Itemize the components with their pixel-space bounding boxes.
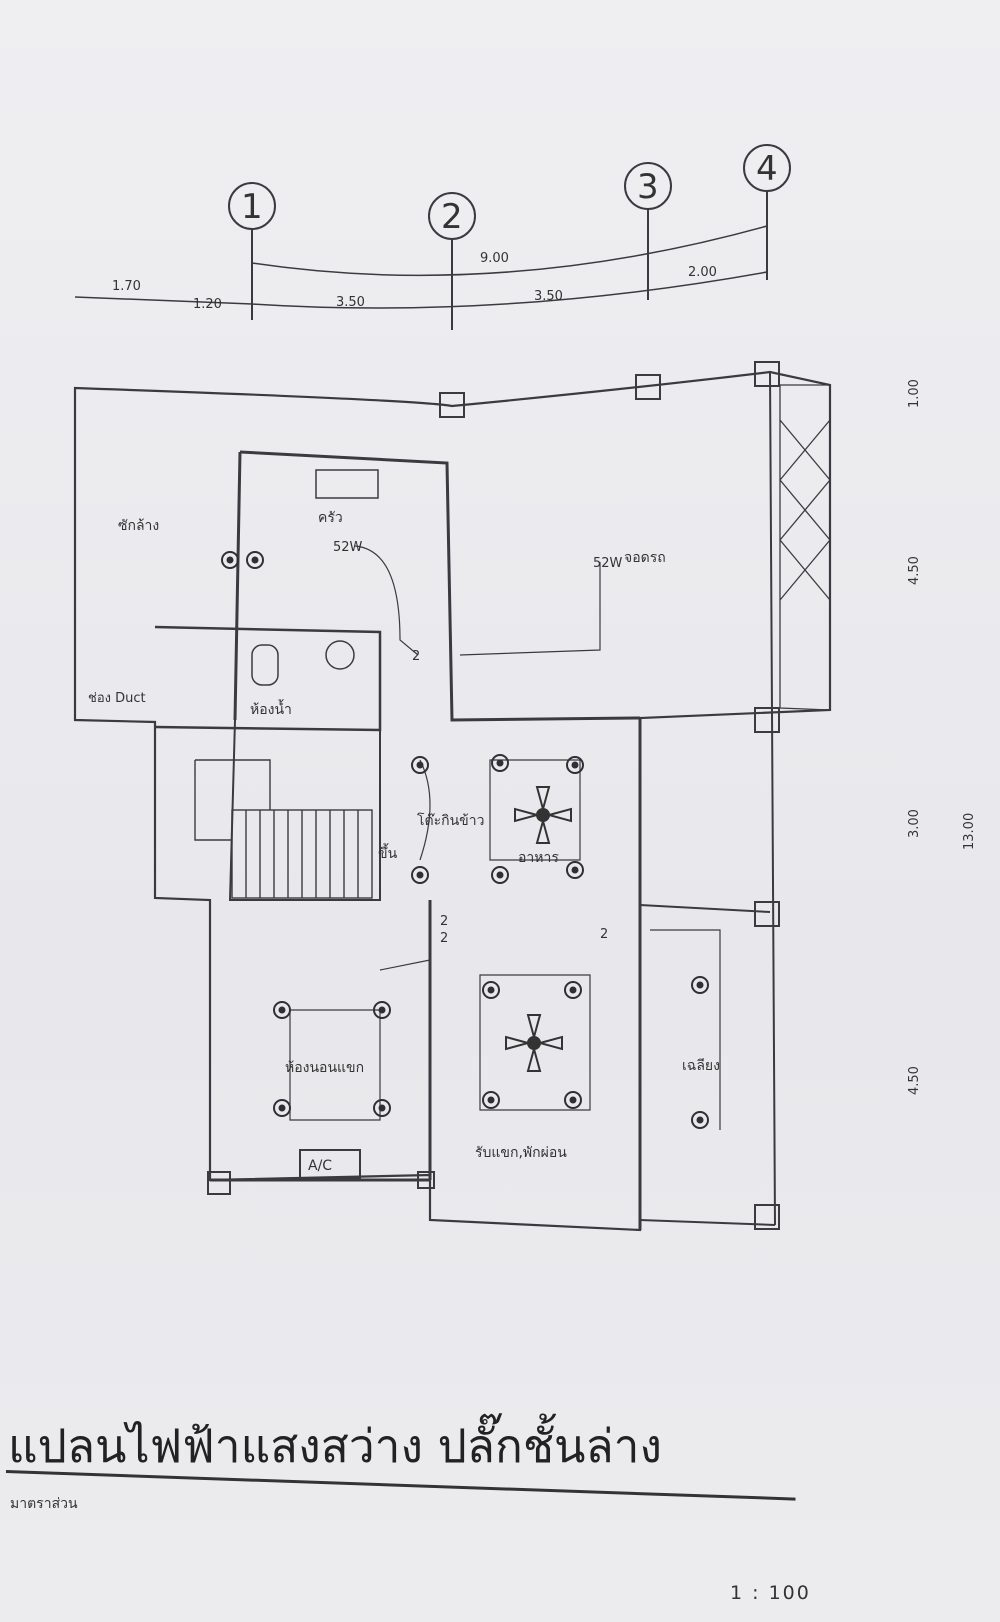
ac-unit-box xyxy=(299,1149,361,1179)
room-parking: จอดรถ xyxy=(624,550,666,566)
dim-line-segments xyxy=(74,271,768,309)
light-label-kitchen: 52W xyxy=(333,540,363,555)
light-fixture xyxy=(564,981,582,999)
side-dim-overall: 13.00 xyxy=(962,813,977,850)
light-fixture xyxy=(691,976,709,994)
side-dim-1: 4.50 xyxy=(907,556,922,585)
light-fixture xyxy=(273,1001,291,1019)
columns xyxy=(207,361,780,1230)
switch-count-3: 2 xyxy=(600,927,608,942)
switch-count-2: 2 xyxy=(440,931,448,946)
grid-label-1: 1 xyxy=(241,187,263,227)
light-label-parking: 52W xyxy=(593,556,623,571)
light-fixture-center xyxy=(571,761,579,769)
room-guest: ห้องนอนแขก xyxy=(285,1060,364,1076)
light-fixture xyxy=(411,866,429,884)
light-fixture xyxy=(491,866,509,884)
light-fixture xyxy=(373,1099,391,1117)
light-fixture-center xyxy=(496,759,504,767)
light-fixture-center xyxy=(278,1006,286,1014)
grid-label-4: 4 xyxy=(756,149,778,189)
dim-seg-0: 1.70 xyxy=(112,279,141,294)
light-fixture-center xyxy=(696,1116,704,1124)
dim-overall: 9.00 xyxy=(480,251,509,266)
grid-label-3: 3 xyxy=(637,167,659,207)
bath-basin xyxy=(325,640,355,670)
room-dining: อาหาร xyxy=(518,850,559,866)
dim-seg-3: 3.50 xyxy=(534,289,563,304)
light-fixture-center xyxy=(416,761,424,769)
light-fixture xyxy=(691,1111,709,1129)
light-fixture xyxy=(482,1091,500,1109)
light-fixture-center xyxy=(378,1006,386,1014)
room-bathroom: ห้องน้ำ xyxy=(250,699,292,718)
light-fixture-center xyxy=(378,1104,386,1112)
dim-line-overall xyxy=(251,225,768,277)
light-fixture-center xyxy=(251,556,259,564)
building-outline xyxy=(73,370,832,1232)
room-living: รับแขก,พักผ่อน xyxy=(475,1145,567,1161)
light-fixture-center xyxy=(416,871,424,879)
room-stair-up: ขึ้น xyxy=(378,843,398,862)
light-fixture xyxy=(482,981,500,999)
dim-seg-2: 3.50 xyxy=(336,295,365,310)
light-fixture xyxy=(566,756,584,774)
light-fixture-center xyxy=(496,871,504,879)
grid-label-2: 2 xyxy=(441,197,463,237)
light-fixture xyxy=(564,1091,582,1109)
light-fixture-center xyxy=(571,866,579,874)
room-kitchen: ครัว xyxy=(318,510,343,526)
light-fixture-center xyxy=(569,986,577,994)
light-fixture-center xyxy=(487,1096,495,1104)
room-terrace: เฉลียง xyxy=(682,1058,720,1074)
ceiling-fan-dining xyxy=(514,786,572,844)
kitchen-sink xyxy=(315,469,379,499)
light-fixture xyxy=(411,756,429,774)
light-fixture-center xyxy=(696,981,704,989)
side-dim-3: 4.50 xyxy=(907,1066,922,1095)
light-fixture-center xyxy=(569,1096,577,1104)
light-fixture xyxy=(221,551,239,569)
scale-value: 1 : 100 xyxy=(730,1582,811,1604)
bath-toilet xyxy=(251,644,279,686)
light-fixture xyxy=(566,861,584,879)
stair xyxy=(194,759,373,899)
side-dim-0: 1.00 xyxy=(907,379,922,408)
light-fixture xyxy=(373,1001,391,1019)
room-wash-area: ซักล้าง xyxy=(118,518,159,534)
switch-count-1: 2 xyxy=(440,914,448,929)
dim-seg-4: 2.00 xyxy=(688,265,717,280)
ac-unit-label: A/C xyxy=(308,1158,332,1174)
light-fixture xyxy=(273,1099,291,1117)
switch-count-0: 2 xyxy=(412,649,420,664)
drawing-title: แปลนไฟฟ้าแสงสว่าง ปลั๊กชั้นล่าง xyxy=(8,1419,662,1473)
light-fixture xyxy=(491,754,509,772)
light-fixture-center xyxy=(278,1104,286,1112)
dim-seg-1: 1.20 xyxy=(193,297,222,312)
room-duct: ช่อง Duct xyxy=(88,691,146,706)
room-dining-table: โต๊ะกินข้าว xyxy=(417,812,484,829)
side-dim-2: 3.00 xyxy=(907,809,922,838)
light-fixture xyxy=(246,551,264,569)
light-fixture-center xyxy=(226,556,234,564)
scale-caption: มาตราส่วน xyxy=(10,1496,78,1512)
ceiling-fan-living xyxy=(505,1014,563,1072)
light-fixture-center xyxy=(487,986,495,994)
parking-ramp xyxy=(779,384,831,711)
